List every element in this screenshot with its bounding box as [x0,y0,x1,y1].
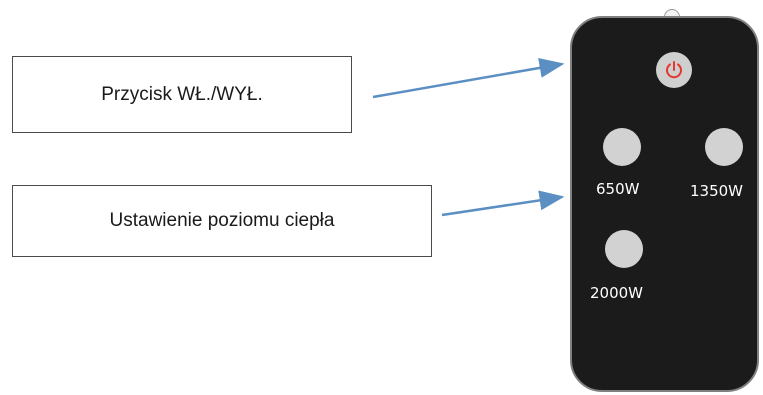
power-button[interactable] [656,52,692,88]
arrow-heat [441,190,565,217]
heat-button-2000w[interactable] [605,230,643,268]
callout-power-label: Przycisk WŁ./WYŁ. [101,83,263,105]
callout-heat-setting: Ustawienie poziomu ciepła [12,185,432,257]
heat-label-2000w: 2000W [590,284,644,302]
power-icon [666,61,682,79]
heat-label-1350w: 1350W [690,182,744,200]
callout-heat-label: Ustawienie poziomu ciepła [109,210,335,231]
arrow-power [372,58,565,99]
heat-button-650w[interactable] [603,128,641,166]
callout-power-button: Przycisk WŁ./WYŁ. [12,56,352,133]
heat-button-1350w[interactable] [705,128,743,166]
heat-label-650w: 650W [596,180,640,198]
remote-hang-loop [664,9,680,20]
remote-control: 650W 1350W 2000W [570,16,759,392]
